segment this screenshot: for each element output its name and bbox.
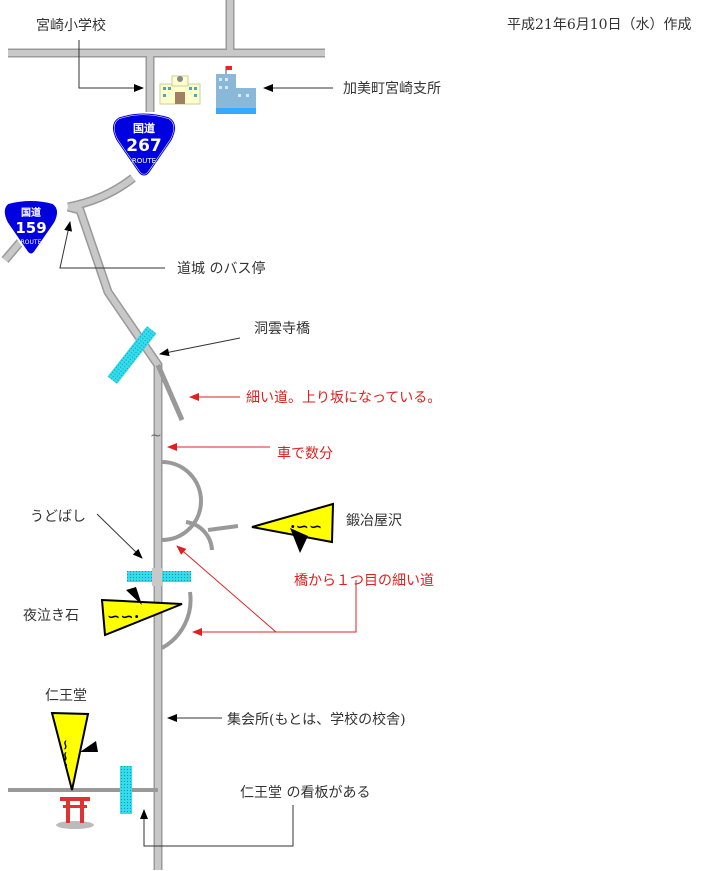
route-sign-kanji: 国道 bbox=[21, 206, 41, 219]
route-sign-number: 267 bbox=[126, 136, 162, 156]
leader-lines bbox=[59, 40, 333, 847]
label-bus-stop: 道城 のバス停 bbox=[177, 260, 265, 277]
label-branch-office: 加美町宮崎支所 bbox=[343, 81, 441, 97]
label-yonakiishi: 夜泣き石 bbox=[23, 608, 79, 624]
label-school: 宮崎小学校 bbox=[36, 17, 106, 34]
marker-squiggle: ∽∽· bbox=[57, 739, 73, 767]
label-niodo-sign: 仁王堂 の看板がある bbox=[240, 785, 370, 801]
route-sign-sub: ROUTE bbox=[21, 239, 42, 246]
torii-icon bbox=[56, 797, 94, 829]
school-icon bbox=[159, 75, 201, 105]
red-leader-lines bbox=[167, 393, 357, 636]
route-267-sign: 国道 267 ROUTE bbox=[112, 113, 176, 176]
bridge-niodo bbox=[120, 766, 132, 814]
marker-yonakiishi: ∽∽· bbox=[100, 587, 183, 637]
roads: ~ bbox=[1, 0, 325, 870]
marker-squiggle: ·∽∽ bbox=[290, 517, 322, 536]
road-break-mark: ~ bbox=[150, 428, 162, 444]
label-by-car: 車で数分 bbox=[277, 445, 333, 462]
bridge-dounji bbox=[107, 326, 157, 384]
label-bridge-dounji: 洞雲寺橋 bbox=[254, 321, 310, 337]
marker-kajiyasawa: ·∽∽ bbox=[251, 502, 335, 553]
date-created: 平成21年6月10日（水）作成 bbox=[507, 17, 692, 33]
label-first-narrow-road: 橋から１つ目の細い道 bbox=[294, 573, 434, 589]
route-sign-number: 159 bbox=[15, 219, 46, 237]
route-159-sign: 国道 159 ROUTE bbox=[2, 199, 59, 256]
label-udobashi: うどばし bbox=[30, 509, 86, 525]
marker-niodo: ∽∽· bbox=[50, 711, 98, 791]
route-sign-sub: ROUTE bbox=[132, 157, 156, 165]
label-niodo: 仁王堂 bbox=[45, 688, 87, 704]
label-narrow-road: 細い道。上り坂になっている。 bbox=[246, 390, 441, 406]
marker-squiggle: ∽∽· bbox=[107, 607, 139, 626]
label-kajiyasawa: 鍛冶屋沢 bbox=[346, 513, 402, 529]
route-sign-kanji: 国道 bbox=[133, 121, 155, 135]
office-building-icon bbox=[216, 66, 256, 114]
label-meeting-hall: 集会所(もとは、学校の校舎) bbox=[227, 711, 406, 728]
